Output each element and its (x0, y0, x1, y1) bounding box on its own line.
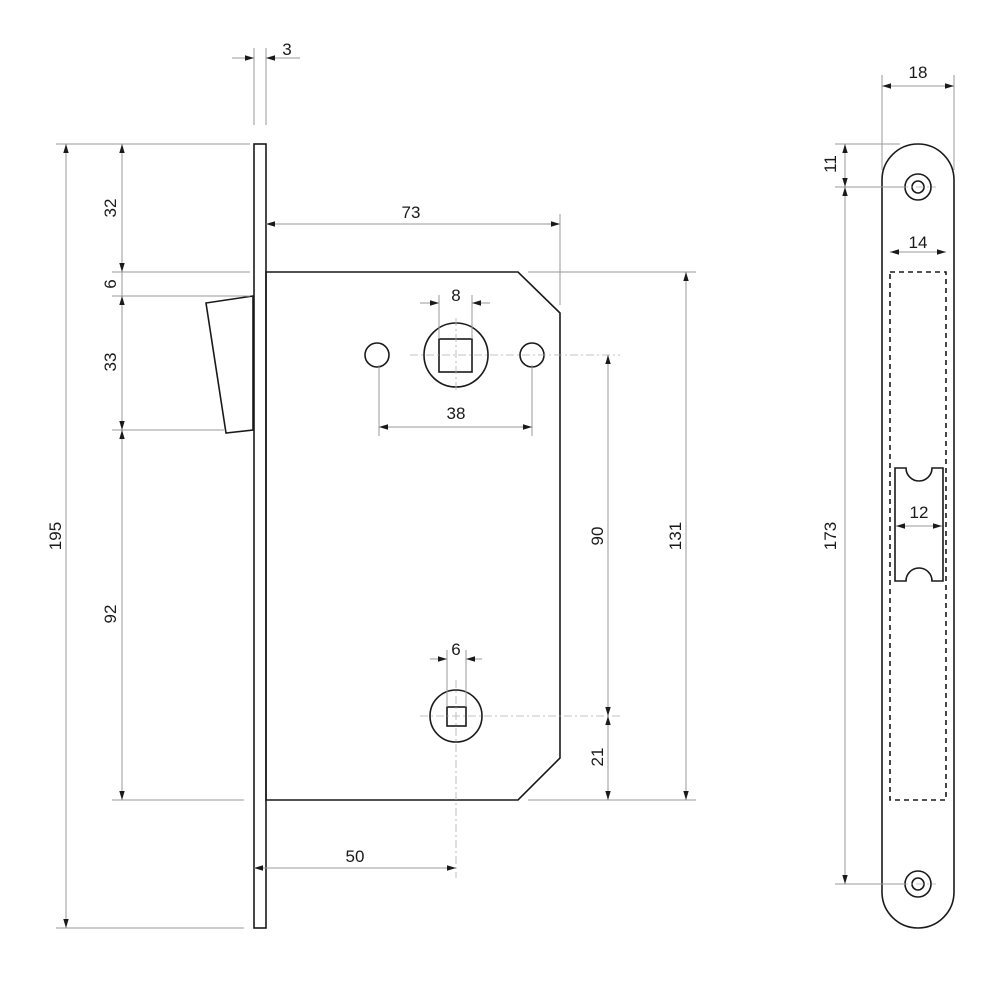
latch-bolt (205, 295, 254, 434)
lock-body-view (205, 143, 620, 929)
lock-case (265, 271, 561, 801)
dim-hole-spacing: 38 (447, 404, 466, 423)
dim-faceplate-thickness: 3 (282, 40, 291, 59)
dim-top-to-body: 32 (101, 199, 120, 218)
dim-body-height: 131 (666, 522, 685, 550)
dim-total-height: 195 (46, 522, 65, 550)
dim-spindle-square: 8 (451, 286, 460, 305)
dim-latch-height: 33 (101, 353, 120, 372)
dim-backset: 50 (346, 847, 365, 866)
dim-body-to-latch: 6 (101, 279, 120, 288)
dim-spindle-to-lower: 90 (588, 527, 607, 546)
strike-plate-view: 18 14 12 11 173 (821, 63, 955, 929)
faceplate (253, 143, 267, 929)
strike-plate (881, 143, 955, 929)
dim-lower-to-bottom: 21 (588, 748, 607, 767)
dim-strike-width: 18 (909, 63, 928, 82)
lower-hub (429, 689, 483, 743)
fixing-hole-left (364, 342, 390, 368)
dim-latch-to-bottom: 92 (101, 605, 120, 624)
dim-body-depth: 73 (402, 203, 421, 222)
spindle-square (438, 338, 473, 373)
dimension-lines (63, 55, 689, 928)
lower-square (446, 706, 467, 727)
dim-screw-spacing: 173 (821, 522, 840, 550)
dim-top-to-screw: 11 (821, 155, 840, 173)
latch-cutout (894, 467, 944, 582)
dim-lower-square: 6 (451, 640, 460, 659)
extension-lines (56, 48, 696, 929)
dim-opening-width: 14 (909, 233, 928, 252)
lock-dimension-labels: 3 73 8 38 6 50 195 32 6 33 92 90 131 21 (46, 40, 685, 866)
strike-opening (889, 271, 947, 801)
dim-latch-cutout: 12 (910, 503, 929, 522)
